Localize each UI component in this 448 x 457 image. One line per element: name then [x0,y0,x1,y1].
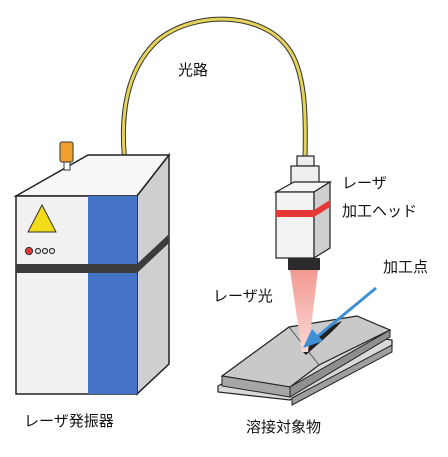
indicator-dot [41,247,49,255]
optical-fiber [120,16,308,181]
laser-head [273,155,333,270]
head-body-front [275,191,315,259]
indicator-light-icon [24,246,34,256]
fiber-label: 光路 [178,61,209,79]
head-red-band-side [314,200,330,217]
head-nozzle [288,258,320,270]
workpiece-label: 溶接対象物 [246,418,322,436]
laser-head-label-line2: 加工ヘッド [342,202,418,220]
process-point-label: 加工点 [383,258,429,276]
warning-triangle-icon [27,203,57,233]
optical-fiber-core [121,17,307,180]
laser-beam-label: レーザ光 [213,287,273,305]
plate-lower-right-edge [291,344,393,406]
head-body-side [313,180,331,260]
indicator-dot [34,247,42,255]
laser-oscillator [13,141,171,396]
oscillator-label: レーザ発振器 [24,412,114,430]
weld-bead [303,321,342,355]
head-neck [296,155,315,167]
oscillator-blue-panel [88,196,137,394]
laser-head-label-line1: レーザ [342,174,387,192]
plate-upper-right-edge [289,329,391,398]
oscillator-stripe-front [16,264,137,273]
head-red-band-front [276,210,314,217]
indicator-dot [48,247,56,255]
connector-orange-icon [59,141,74,163]
oscillator-stripe-side [137,234,169,273]
process-point-arrow [317,286,377,338]
oscillator-side [136,152,170,396]
arrow-head-icon [303,329,323,348]
laser-beam [290,270,318,352]
